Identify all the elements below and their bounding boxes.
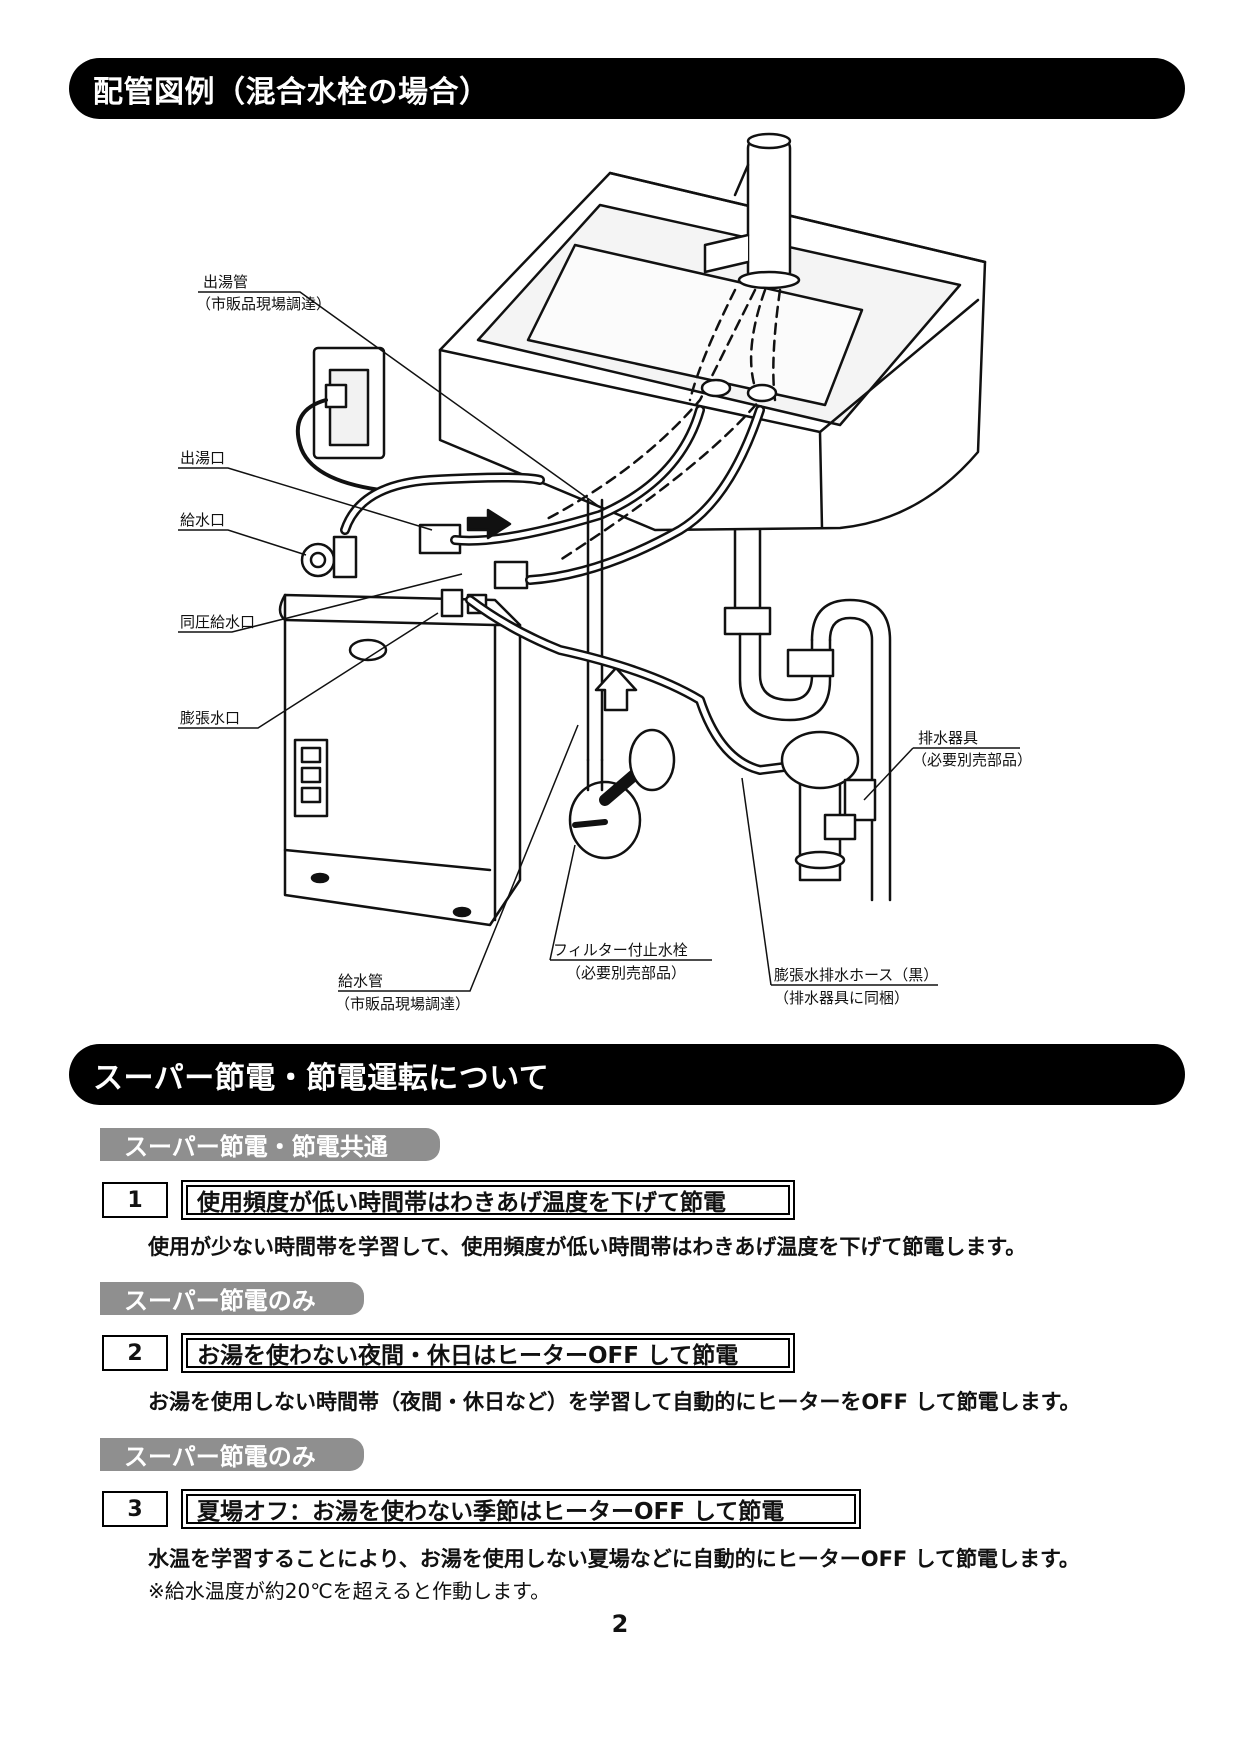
drain-trap-icon — [723, 528, 892, 902]
label-expansion-hose: 膨張水排水ホース（黒） — [774, 966, 938, 984]
label-expansion-hose-sub: （排水器具に同梱） — [774, 989, 909, 1007]
item-description: お湯を使用しない時間帯（夜間・休日など）を学習して自動的にヒーターをOFF して… — [148, 1390, 1081, 1414]
sink-basin — [438, 171, 987, 532]
label-outlet-pipe-sub: （市販品現場調達） — [196, 295, 331, 313]
item-title: お湯を使わない夜間・休日はヒーターOFF して節電 — [186, 1338, 790, 1369]
piping-diagram: 出湯管 （市販品現場調達） 出湯口 給水口 同圧給水口 膨張水口 排水器具 （必… — [178, 132, 1032, 1013]
flow-up-arrow-icon — [594, 666, 638, 712]
item-title: 夏場オフ：お湯を使わない季節はヒーターOFF して節電 — [186, 1494, 856, 1525]
item-description: 水温を学習することにより、お湯を使用しない夏場などに自動的にヒーターOFF して… — [148, 1547, 1080, 1571]
filter-valve-icon — [568, 728, 676, 860]
mode-tag: スーパー節電のみ — [100, 1282, 364, 1315]
label-filter-valve: フィルター付止水栓 — [553, 941, 688, 959]
page-number: 2 — [611, 1610, 629, 1638]
label-supply-pipe-sub: （市販品現場調達） — [335, 995, 470, 1013]
item-title-box: お湯を使わない夜間・休日はヒーターOFF して節電 — [181, 1333, 795, 1373]
section-title: 配管図例（混合水栓の場合） — [93, 74, 490, 110]
item-number: 3 — [102, 1491, 168, 1527]
label-drain-fitting: 排水器具 — [918, 729, 978, 747]
label-same-pressure-inlet: 同圧給水口 — [180, 613, 255, 631]
mode-tag: スーパー節電・節電共通 — [100, 1128, 440, 1161]
item-description: 使用が少ない時間帯を学習して、使用頻度が低い時間帯はわきあげ温度を下げて節電しま… — [148, 1235, 1027, 1259]
label-filter-valve-sub: （必要別売部品） — [566, 964, 686, 982]
faucet-icon — [703, 132, 801, 290]
item-note: ※給水温度が約20℃を超えると作動します。 — [148, 1579, 551, 1603]
section-header-power-saving: スーパー節電・節電運転について — [69, 1044, 1185, 1105]
item-number: 2 — [102, 1335, 168, 1371]
item-title-box: 夏場オフ：お湯を使わない季節はヒーターOFF して節電 — [181, 1489, 861, 1529]
section-header-piping: 配管図例（混合水栓の場合） — [69, 58, 1185, 119]
label-supply-pipe: 給水管 — [338, 972, 383, 990]
item-title: 使用頻度が低い時間帯はわきあげ温度を下げて節電 — [186, 1185, 790, 1216]
item-title-box: 使用頻度が低い時間帯はわきあげ温度を下げて節電 — [181, 1180, 795, 1220]
label-expansion-outlet: 膨張水口 — [180, 709, 240, 727]
flow-right-arrow-icon — [466, 508, 512, 540]
mode-tag: スーパー節電のみ — [100, 1438, 364, 1471]
label-hot-outlet: 出湯口 — [180, 449, 225, 467]
item-number: 1 — [102, 1182, 168, 1218]
heater-fittings — [300, 523, 529, 618]
label-water-inlet: 給水口 — [180, 511, 225, 529]
section-title: スーパー節電・節電運転について — [93, 1060, 550, 1096]
water-heater-unit — [278, 593, 522, 927]
label-outlet-pipe: 出湯管 — [203, 273, 248, 291]
label-drain-fitting-sub: （必要別売部品） — [912, 751, 1032, 769]
power-outlet-icon — [295, 346, 386, 492]
